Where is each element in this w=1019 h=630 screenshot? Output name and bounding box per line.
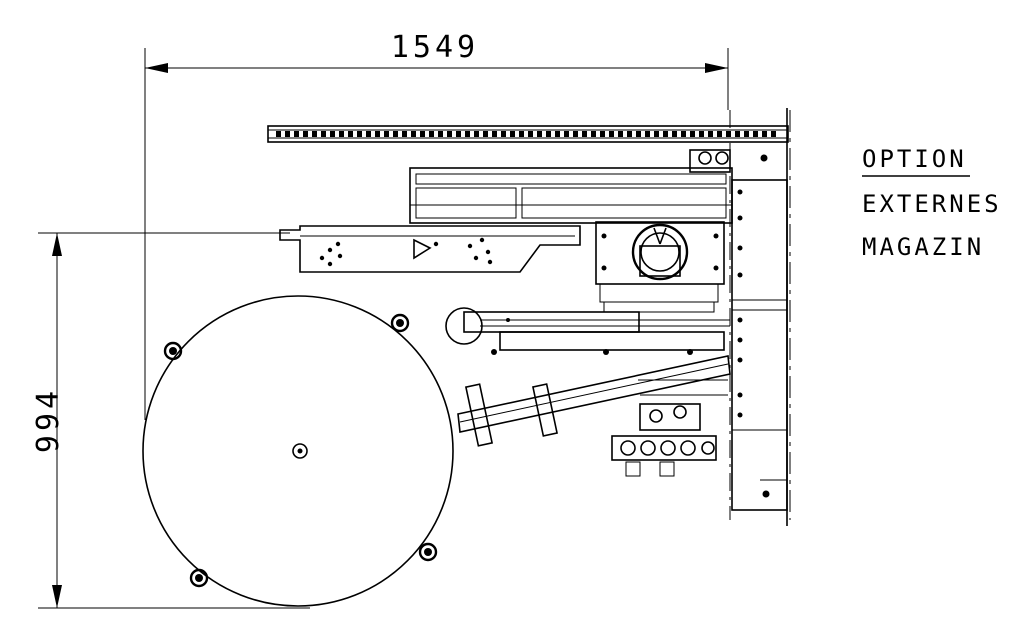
rail-link xyxy=(321,131,326,137)
rail-link xyxy=(591,131,596,137)
rail-link xyxy=(393,131,398,137)
rail-link xyxy=(717,131,722,137)
rail-link xyxy=(312,131,317,137)
rail-link xyxy=(375,131,380,137)
height-dimension-label: 994 xyxy=(31,387,66,453)
rail-link xyxy=(672,131,677,137)
rail-link xyxy=(654,131,659,137)
rail-link xyxy=(411,131,416,137)
rail-link xyxy=(510,131,515,137)
rail-link xyxy=(573,131,578,137)
rail-link xyxy=(339,131,344,137)
rail-link xyxy=(528,131,533,137)
rail-link xyxy=(537,131,542,137)
rail-link xyxy=(645,131,650,137)
rail-link xyxy=(564,131,569,137)
rail-link xyxy=(726,131,731,137)
rail-link xyxy=(330,131,335,137)
rail-link xyxy=(690,131,695,137)
rail-link xyxy=(582,131,587,137)
rail-link xyxy=(366,131,371,137)
height-dimension: 994 xyxy=(31,232,310,609)
rail-link xyxy=(771,131,776,137)
magazine-table xyxy=(142,295,454,607)
rail-link xyxy=(627,131,632,137)
rail-link xyxy=(402,131,407,137)
rail-link xyxy=(708,131,713,137)
rail-link xyxy=(276,131,281,137)
rail-link xyxy=(699,131,704,137)
rail-link xyxy=(663,131,668,137)
rail-link xyxy=(456,131,461,137)
rail-link xyxy=(294,131,299,137)
rail-link xyxy=(465,131,470,137)
rail-link xyxy=(357,131,362,137)
rail-link xyxy=(501,131,506,137)
width-dimension: 1549 xyxy=(144,30,729,420)
rail-link xyxy=(546,131,551,137)
rail-link xyxy=(753,131,758,137)
rail-link xyxy=(348,131,353,137)
top-rail xyxy=(267,125,789,143)
rail-link xyxy=(636,131,641,137)
rail-link xyxy=(681,131,686,137)
lower-arm xyxy=(445,307,730,355)
option-note: OPTION EXTERNES MAGAZIN xyxy=(862,145,1002,261)
rail-link xyxy=(555,131,560,137)
rotary-head xyxy=(595,221,725,313)
rail-link xyxy=(609,131,614,137)
rail-link xyxy=(483,131,488,137)
note-externes: EXTERNES xyxy=(862,190,1002,218)
gripper-plate xyxy=(279,225,581,273)
table-bolt xyxy=(163,313,438,588)
upper-carriage xyxy=(409,149,733,224)
diagonal-arm xyxy=(457,355,731,447)
rail-link xyxy=(447,131,452,137)
note-magazin: MAGAZIN xyxy=(862,233,984,261)
rail-link xyxy=(519,131,524,137)
rail-link xyxy=(600,131,605,137)
machine-frame xyxy=(729,108,791,526)
rail-link xyxy=(384,131,389,137)
rail-link xyxy=(744,131,749,137)
rail-link xyxy=(420,131,425,137)
width-dimension-label: 1549 xyxy=(391,30,479,65)
rail-link xyxy=(618,131,623,137)
rail-link xyxy=(735,131,740,137)
note-option: OPTION xyxy=(862,145,967,173)
valve-block xyxy=(611,403,717,477)
rail-link xyxy=(285,131,290,137)
rail-link xyxy=(303,131,308,137)
rail-link xyxy=(429,131,434,137)
rail-link xyxy=(492,131,497,137)
rail-link xyxy=(438,131,443,137)
rail-link xyxy=(474,131,479,137)
rail-link xyxy=(762,131,767,137)
